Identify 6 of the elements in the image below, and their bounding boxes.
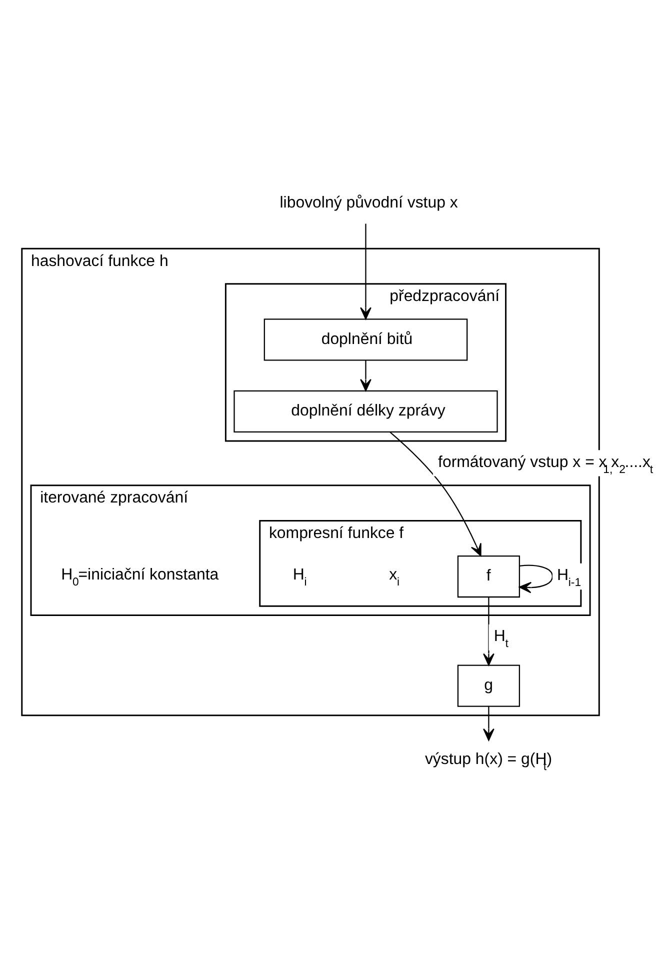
label: x$_{i}$ [389,566,400,588]
node-text: libovolný původní vstup x [280,194,458,211]
label: H$_{0}$=iniciační konstanta [61,566,219,588]
edge-label: H$_{i-1}$ [557,566,582,589]
edge-label: H$_{t}$ [494,628,508,650]
label: H$_{i}$ [292,566,307,588]
